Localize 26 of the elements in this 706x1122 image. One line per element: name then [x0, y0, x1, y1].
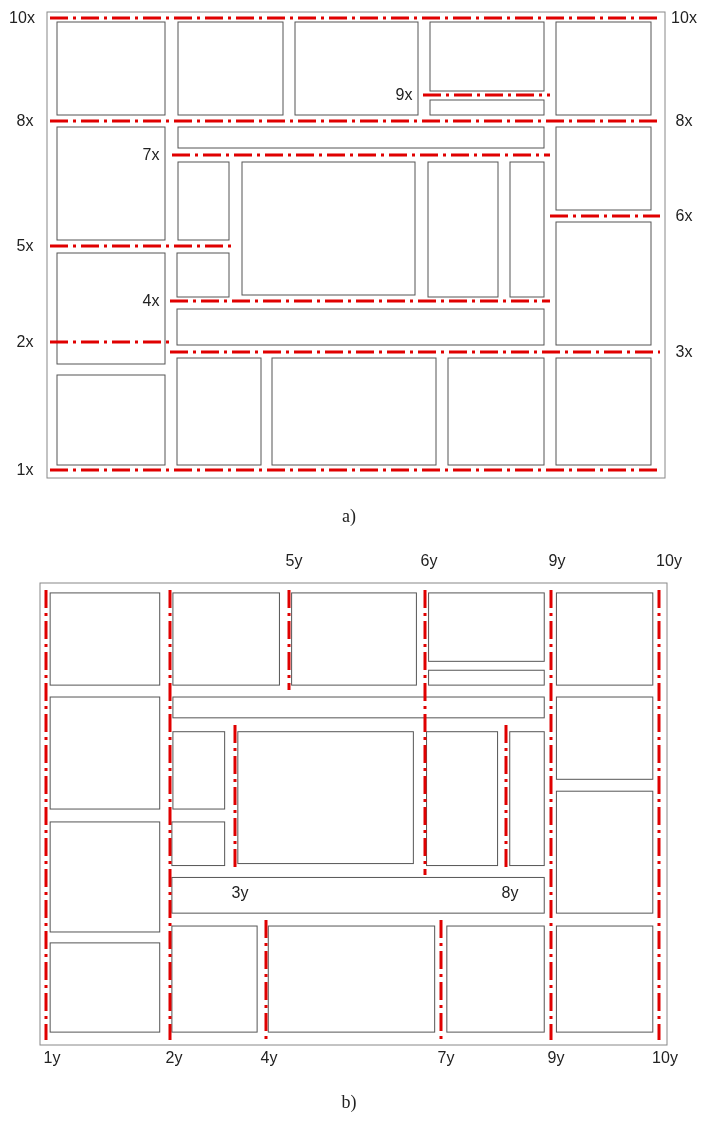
axis-label: 2y — [165, 1049, 183, 1067]
axis-label: 3x — [675, 343, 693, 361]
axis-label: 9y — [547, 1049, 565, 1067]
axis-label: 10y — [656, 552, 682, 570]
axis-label: 10y — [652, 1049, 678, 1067]
axis-label: 7y — [437, 1049, 455, 1067]
axis-label: 4y — [260, 1049, 278, 1067]
axis-label: 10x — [671, 9, 697, 27]
axis-label: 2x — [16, 333, 34, 351]
panel-label: a) — [342, 505, 356, 527]
axis-label: 4x — [142, 292, 160, 310]
panel-label: b) — [341, 1091, 357, 1113]
axis-label: 8x — [675, 112, 693, 130]
axis-label: 9y — [548, 552, 566, 570]
axis-label: 6x — [675, 207, 693, 225]
axis-label: 1x — [16, 461, 34, 479]
axis-label: 1y — [43, 1049, 61, 1067]
axis-label: 3y — [231, 884, 249, 902]
axis-label: 9x — [395, 86, 413, 104]
axis-label: 8x — [16, 112, 34, 130]
axis-label: 10x — [9, 9, 35, 27]
axis-label: 6y — [420, 552, 438, 570]
axis-label: 5x — [16, 237, 34, 255]
axis-label: 8y — [501, 884, 519, 902]
axis-label: 7x — [142, 146, 160, 164]
axis-label: 5y — [285, 552, 303, 570]
